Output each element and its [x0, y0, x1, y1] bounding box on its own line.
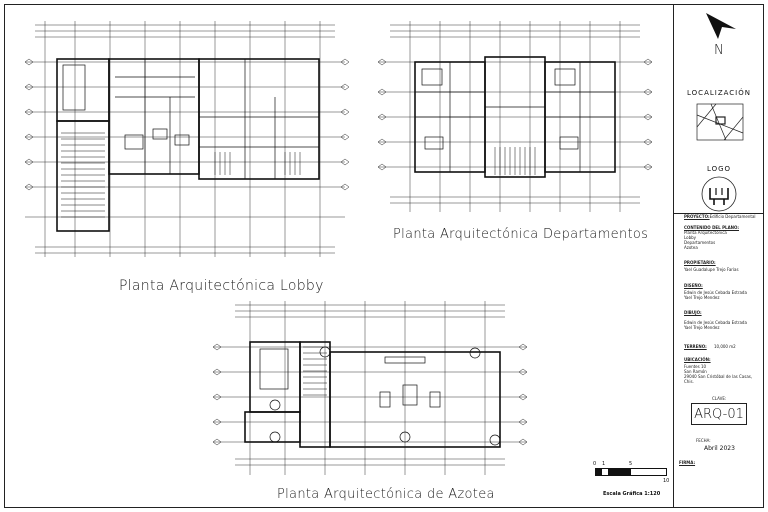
ubicacion-line: Fuentes 10 [684, 364, 707, 369]
terreno-label: TERRENO: [684, 344, 707, 349]
contenido-line: Lobby [684, 235, 697, 240]
lobby-plan-title: Planta Arquitectónica Lobby [119, 278, 324, 294]
ubicacion-line: 29040 San Cristóbal de las Casas, [684, 374, 753, 379]
localizacion-label: LOCALIZACIÓN [687, 89, 751, 97]
tb-divider [674, 213, 764, 214]
north-label: N [714, 43, 724, 58]
proyecto-row: PROYECTO:Edificio Departamental [684, 214, 756, 219]
plans-area: Planta Arquitectónica Lobby [5, 5, 673, 507]
scale-tick-10: 10 [663, 478, 670, 484]
scale-tick-0: 0 [593, 461, 597, 467]
logo-emblem [701, 176, 737, 212]
scale-tick-1: 1 [602, 461, 606, 467]
azotea-plan-title: Planta Arquitectónica de Azotea [277, 487, 495, 502]
scale-bar [595, 468, 667, 476]
contenido-line: Departamentos [684, 240, 716, 245]
lobby-floor-plan [24, 21, 350, 257]
diseno-label: DISEÑO: [684, 283, 703, 288]
propietario-label: PROPIETARIO: [684, 260, 716, 265]
diseno-line: Edwin de Jesús Cebada Estrada [684, 290, 747, 295]
contenido-line: Azotea [684, 245, 698, 250]
logo-label: LOGO [706, 165, 732, 173]
propietario-value: Yael Guadalupe Trejo Farías [684, 267, 739, 272]
clave-label: CLAVE: [712, 396, 727, 401]
dibujo-label: DIBUJO: [684, 310, 702, 315]
contenido-line: Planta Arquitectónica [684, 230, 727, 235]
clave-value: ARQ-01 [691, 403, 747, 425]
firma-label: FIRMA: [679, 460, 696, 465]
scale-label: Escala Gráfica 1:120 [603, 491, 661, 497]
departamentos-plan-title: Planta Arquitectónica Departamentos [393, 227, 649, 242]
terreno-value: 10,000 m2 [713, 344, 736, 349]
dibujo-line: Edwin de Jesús Cebada Estrada [684, 320, 747, 325]
north-arrow-icon [706, 13, 736, 39]
fecha-value: Abril 2023 [704, 445, 735, 452]
ubicacion-line: San Ramón [684, 369, 707, 374]
location-map [696, 103, 744, 141]
departamentos-floor-plan [377, 21, 653, 212]
ubicacion-line: Chis. [684, 379, 694, 384]
graphic-scale: 0 1 5 10 Escala Gráfica 1:120 [593, 461, 671, 501]
title-block: N LOCALIZACIÓN LOGO PROYECTO:Edificio De… [673, 5, 764, 507]
contenido-label: CONTENIDO DEL PLANO: [684, 225, 740, 230]
dibujo-line: Yael Trejo Mendez [684, 325, 720, 330]
fecha-label: FECHA: [696, 438, 711, 443]
azotea-floor-plan [212, 301, 528, 475]
drawing-sheet: Planta Arquitectónica Lobby [4, 4, 764, 508]
ubicacion-label: UBICACIÓN: [684, 357, 711, 362]
proyecto-label: PROYECTO: [684, 214, 710, 219]
proyecto-value: Edificio Departamental [709, 214, 756, 219]
terreno-row: TERRENO: 10,000 m2 [684, 344, 736, 349]
diseno-line: Yael Trejo Mendez [684, 295, 720, 300]
scale-tick-5: 5 [629, 461, 633, 467]
